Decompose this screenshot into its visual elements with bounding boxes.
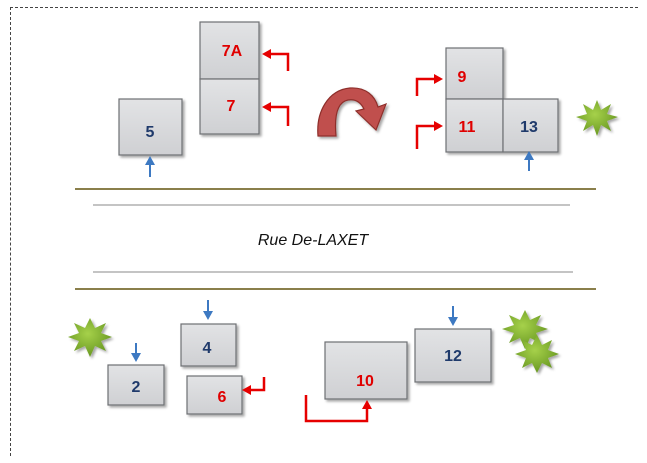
lot-6-box (186, 375, 243, 415)
lot-label-4: 4 (203, 340, 212, 357)
lot-label-7A: 7A (222, 43, 243, 60)
lot-label-12: 12 (444, 348, 462, 365)
lot-2-box (107, 364, 165, 406)
lot-7-box (199, 78, 260, 135)
lot-label-11: 11 (459, 119, 476, 136)
red-elbow-arrow-icon (304, 395, 369, 423)
red-elbow-arrow-icon (250, 377, 266, 392)
lot-label-5: 5 (146, 124, 155, 141)
lot-label-13: 13 (520, 119, 538, 136)
road: Rue De-LAXET (75, 188, 596, 290)
lot-label-7: 7 (227, 98, 236, 115)
red-elbow-arrow-icon (415, 124, 435, 149)
lot-9-box (445, 47, 504, 100)
lot-label-9: 9 (458, 69, 467, 86)
curved-arrow-icon (317, 87, 388, 137)
lot-11-box (445, 98, 504, 153)
lot-12-box (414, 328, 492, 383)
lot-13-box (502, 98, 559, 153)
lot-label-6: 6 (218, 389, 227, 406)
street-name: Rue De-LAXET (258, 232, 369, 249)
lot-label-10: 10 (356, 373, 374, 390)
lot-4-box (180, 323, 237, 367)
red-elbow-arrow-icon (270, 105, 290, 126)
lot-label-2: 2 (132, 379, 141, 396)
bush-icon (68, 318, 112, 357)
bush-icon (576, 100, 618, 136)
frame-border (10, 7, 638, 456)
lot-10-box (324, 341, 408, 400)
lot-7A-box (199, 21, 260, 80)
red-elbow-arrow-icon (415, 77, 435, 96)
bush-icon (515, 335, 559, 373)
lot-5-box (118, 98, 183, 156)
red-elbow-arrow-icon (270, 52, 290, 71)
